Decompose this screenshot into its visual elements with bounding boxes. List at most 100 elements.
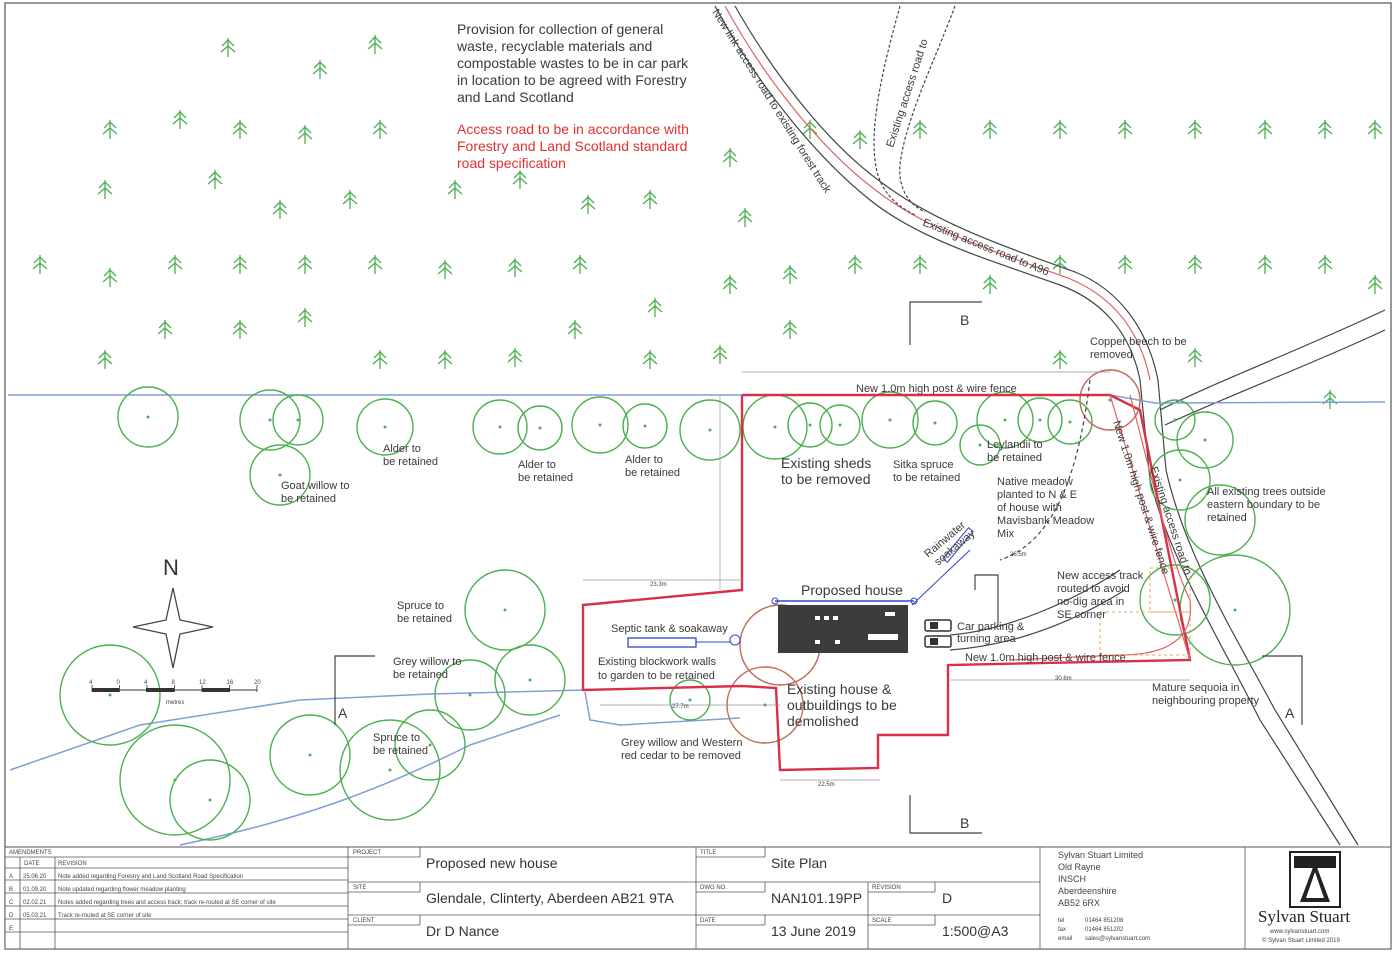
- scale-tick-label: 4: [89, 680, 93, 686]
- tree-canopy: [1154, 399, 1196, 441]
- conifer-tree-icon: [847, 255, 863, 274]
- existing-tree-canopies: [59, 369, 1291, 841]
- tree-canopy: [679, 399, 741, 461]
- sheet-border: [4, 2, 1392, 950]
- conifer-tree-icon: [722, 148, 738, 167]
- tree-canopy: [117, 386, 179, 448]
- conifer-tree-icon: [232, 120, 248, 139]
- conifer-tree-icon: [982, 120, 998, 139]
- conifer-tree-icon: [782, 265, 798, 284]
- tree-canopy: [1179, 554, 1291, 666]
- conifer-tree-icon: [1257, 255, 1273, 274]
- date-label: DATE: [700, 918, 716, 924]
- tree-canopy: [1149, 449, 1211, 511]
- scale-tick-label: 8: [172, 680, 176, 686]
- conifer-tree-icon: [1187, 255, 1203, 274]
- tree-canopy: [434, 659, 506, 731]
- conifer-tree-icon: [782, 320, 798, 339]
- tree-canopy: [1176, 411, 1234, 469]
- site-value: Glendale, Clinterty, Aberdeen AB21 9TA: [426, 890, 674, 906]
- conifer-tree-icon: [912, 255, 928, 274]
- conifer-tree-icon: [172, 110, 188, 129]
- conifer-tree-icon: [1187, 348, 1203, 367]
- tree-canopy: [169, 759, 251, 841]
- amendment-rev: C: [9, 900, 14, 906]
- conifer-tree-icon: [507, 348, 523, 367]
- conifer-tree-icon: [642, 350, 658, 369]
- tree-canopy: [976, 391, 1034, 449]
- drawing-title: Site Plan: [771, 855, 827, 871]
- dimension-lines: [583, 371, 1190, 781]
- conifer-tree-icon: [512, 170, 528, 189]
- conifer-tree-icon: [912, 120, 928, 139]
- conifer-tree-icon: [1257, 120, 1273, 139]
- copyright: © Sylvan Stuart Limited 2019: [1262, 937, 1340, 944]
- fax-label: fax: [1058, 927, 1066, 933]
- tree-canopy: [742, 394, 808, 460]
- conifer-tree-icon: [1187, 120, 1203, 139]
- tree-canopy: [272, 394, 324, 446]
- road-label-existing-access: Existing access road to: [884, 38, 930, 149]
- scale-tick-label: 4: [144, 680, 148, 686]
- scale-tick-label: 0: [117, 680, 121, 686]
- conifer-tree-icon: [437, 260, 453, 279]
- amendment-text: Note updated regarding flower meadow pla…: [58, 887, 186, 893]
- section-a-right: A: [1285, 705, 1295, 721]
- project-value: Proposed new house: [426, 855, 558, 871]
- conifer-tree-icon: [372, 120, 388, 139]
- conifer-tree-icon: [367, 255, 383, 274]
- blue-boundary-lines: [8, 394, 1386, 846]
- section-b-bottom: B: [960, 815, 969, 831]
- tree-canopy: [861, 391, 919, 449]
- conifer-tree-icon: [567, 320, 583, 339]
- conifer-tree-icon: [297, 125, 313, 144]
- tree-canopy: [394, 709, 466, 781]
- dim-label: 30.6m: [1055, 676, 1072, 682]
- project-label: PROJECT: [353, 850, 381, 856]
- tel-label: tel: [1058, 918, 1064, 924]
- conifer-tree-icon: [372, 350, 388, 369]
- conifer-tree-icon: [97, 180, 113, 199]
- dimension-labels: 23.3m 27.7m 22.5m 26.5m 30.6m: [650, 552, 1072, 788]
- car-parking-label: Car parking &turning area: [957, 621, 1025, 645]
- section-markers: B B A A: [334, 301, 1303, 834]
- scale-unit: metres: [166, 700, 184, 706]
- conifer-tree-icon: [232, 255, 248, 274]
- scale-label: SCALE: [872, 918, 892, 924]
- amendment-text: Note added regarding Forestry and Land S…: [58, 874, 243, 880]
- dim-label: 26.5m: [1010, 552, 1027, 558]
- email-value: sales@sylvanstuart.com: [1085, 936, 1150, 942]
- amendment-rev: E: [9, 926, 13, 932]
- conifer-tree-icon: [297, 255, 313, 274]
- conifer-tree-icon: [220, 38, 236, 57]
- amendment-rev: D: [9, 913, 14, 919]
- website: www.sylvanstuart.com: [1269, 929, 1329, 935]
- tree-canopy: [269, 714, 351, 796]
- section-b-top: B: [960, 312, 969, 328]
- amendment-text: Track re-routed at SE corner of site: [58, 913, 152, 919]
- conifer-tree-icon: [1052, 350, 1068, 369]
- septic-label: Septic tank & soakaway: [611, 623, 728, 635]
- conifer-tree-icon: [507, 258, 523, 277]
- tree-canopy: [819, 404, 861, 446]
- scale-tick-label: 16: [227, 680, 234, 686]
- tree-canopy: [1139, 564, 1211, 636]
- conifer-tree-icon: [367, 35, 383, 54]
- scale-value: 1:500@A3: [942, 923, 1009, 939]
